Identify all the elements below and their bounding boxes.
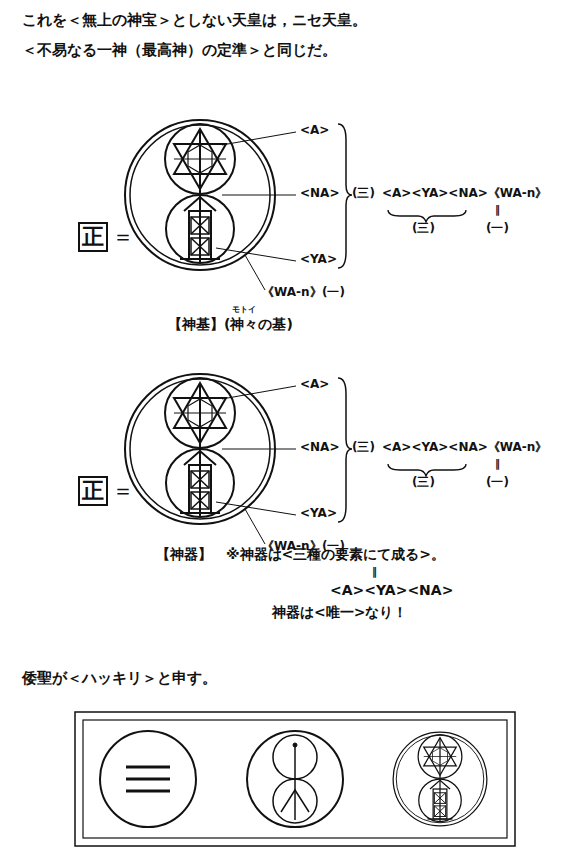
label-text: ＝ bbox=[112, 478, 134, 503]
label-text: <YA> bbox=[300, 507, 337, 521]
label-text: ※神器は<三種の要素にて成る>。 bbox=[226, 546, 445, 562]
label-text: ‖ bbox=[495, 204, 500, 216]
label-text: (一) bbox=[322, 286, 345, 300]
label-text: <NA> bbox=[300, 187, 339, 201]
label-text: これを＜無上の神宝＞としない天皇は，ニセ天皇。 bbox=[22, 12, 367, 29]
label-text: (三) bbox=[412, 476, 435, 490]
label-text: (一) bbox=[486, 476, 509, 490]
framed-symbols bbox=[75, 712, 515, 846]
label-text: <NA> bbox=[300, 441, 339, 455]
label-text: (一) bbox=[486, 222, 509, 236]
label-text: <A><YA><NA> bbox=[330, 582, 453, 598]
label-text: ‖ bbox=[495, 458, 500, 470]
node-text: 正 bbox=[82, 480, 104, 502]
boxed-character: 正 bbox=[78, 476, 108, 506]
label-text: <A><YA><NA>《WA-n》 bbox=[382, 441, 547, 455]
label-text: <A> bbox=[300, 378, 329, 392]
label-text: ‖ bbox=[372, 566, 377, 578]
label-text: 倭聖が＜ハッキリ＞と申す。 bbox=[22, 670, 217, 687]
label-text: <A><YA><NA>《WA-n》 bbox=[382, 187, 547, 201]
boxed-character: 正 bbox=[78, 222, 108, 252]
node-text: 正 bbox=[82, 226, 104, 248]
label-text: 《WA-n》 bbox=[262, 286, 322, 300]
symbol-2 bbox=[125, 374, 466, 544]
label-text: 神器は<唯一>なり！ bbox=[272, 604, 407, 620]
label-text: <A> bbox=[300, 124, 329, 138]
label-text: <YA> bbox=[300, 253, 337, 267]
label-text: モトイ bbox=[232, 305, 256, 314]
label-text: 【神器】 bbox=[156, 546, 212, 562]
label-text: (三) bbox=[352, 187, 375, 201]
label-text: (三) bbox=[352, 441, 375, 455]
label-text: ＜不易なる一神（最高神）の定準＞と同じだ。 bbox=[22, 42, 337, 59]
label-text: ＝ bbox=[112, 224, 134, 249]
label-text: 【神基】(神々の基) bbox=[168, 316, 293, 332]
label-text: (三) bbox=[412, 222, 435, 236]
symbol-1 bbox=[125, 120, 466, 290]
